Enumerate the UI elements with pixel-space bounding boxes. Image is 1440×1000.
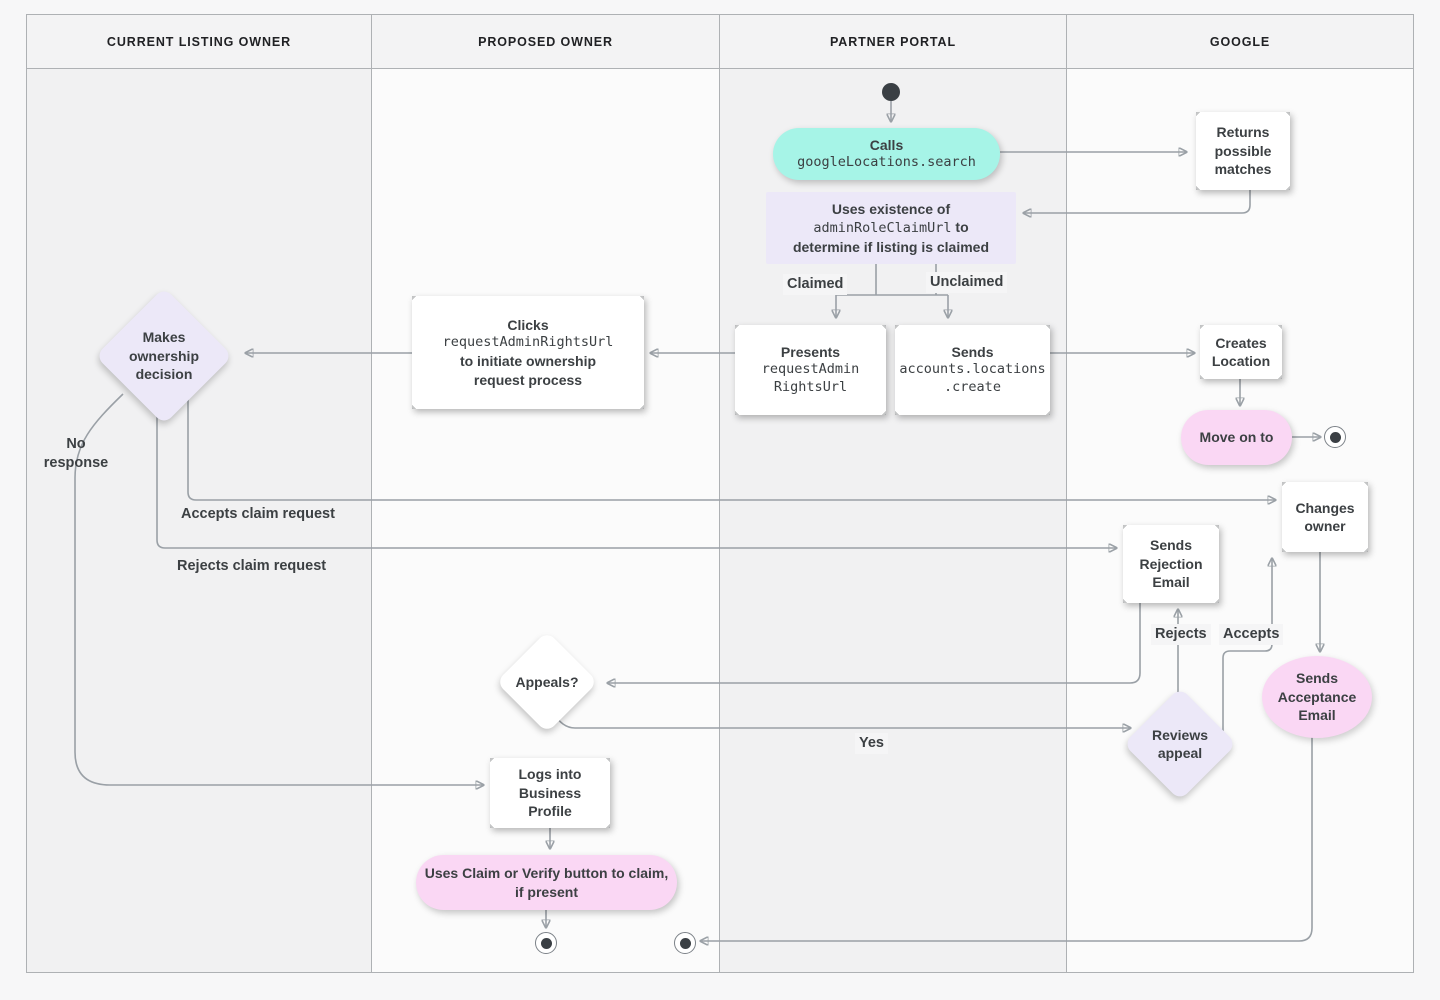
lane-current-listing-owner: CURRENT LISTING OWNER (27, 15, 372, 972)
node-clicks-request-admin-rights-url: Clicks requestAdminRightsUrl to initiate… (412, 296, 644, 409)
node-uses-claim-or-verify: Uses Claim or Verify button to claim, if… (416, 855, 677, 910)
edge-label-claimed: Claimed (783, 274, 848, 295)
edge-label-yes: Yes (855, 733, 888, 754)
node-uses-existence: Uses existence of adminRoleClaimUrl to d… (766, 192, 1016, 264)
node-creates-location: Creates Location (1200, 325, 1282, 379)
end-node-claim (535, 932, 557, 954)
edge-label-accepts: Accepts (1219, 624, 1284, 645)
edge-label-no-response: No response (43, 436, 109, 471)
lane-header-partner-portal: PARTNER PORTAL (720, 15, 1066, 69)
edge-label-accepts-claim-request: Accepts claim request (181, 506, 335, 522)
node-presents-request-admin-rights-url: Presents requestAdmin RightsUrl (735, 325, 886, 415)
start-node (882, 83, 900, 101)
node-changes-owner: Changes owner (1282, 482, 1368, 552)
edge-label-rejects: Rejects (1151, 624, 1211, 645)
end-node-move-on (1324, 426, 1346, 448)
lane-header-google: GOOGLE (1067, 15, 1413, 69)
lane-header-proposed-owner: PROPOSED OWNER (372, 15, 719, 69)
node-appeals: Appeals? (496, 631, 598, 733)
edge-label-rejects-claim-request: Rejects claim request (177, 558, 327, 574)
lane-header-current-listing-owner: CURRENT LISTING OWNER (27, 15, 371, 69)
node-reviews-appeal: Reviews appeal (1123, 687, 1237, 801)
node-sends-rejection-email: Sends Rejection Email (1123, 525, 1219, 603)
node-logs-into-business-profile: Logs into Business Profile (490, 758, 610, 828)
node-calls-googlelocations-search: Calls googleLocations.search (773, 128, 1000, 180)
node-sends-acceptance-email: Sends Acceptance Email (1262, 656, 1372, 738)
node-returns-possible-matches: Returns possible matches (1196, 112, 1290, 190)
node-move-on-to: Move on to (1181, 410, 1292, 465)
node-makes-ownership-decision: Makes ownership decision (95, 287, 233, 425)
node-sends-accounts-locations-create: Sends accounts.locations .create (895, 325, 1050, 415)
end-node-acceptance (674, 932, 696, 954)
edge-label-unclaimed: Unclaimed (926, 272, 1008, 293)
lane-proposed-owner: PROPOSED OWNER (372, 15, 720, 972)
